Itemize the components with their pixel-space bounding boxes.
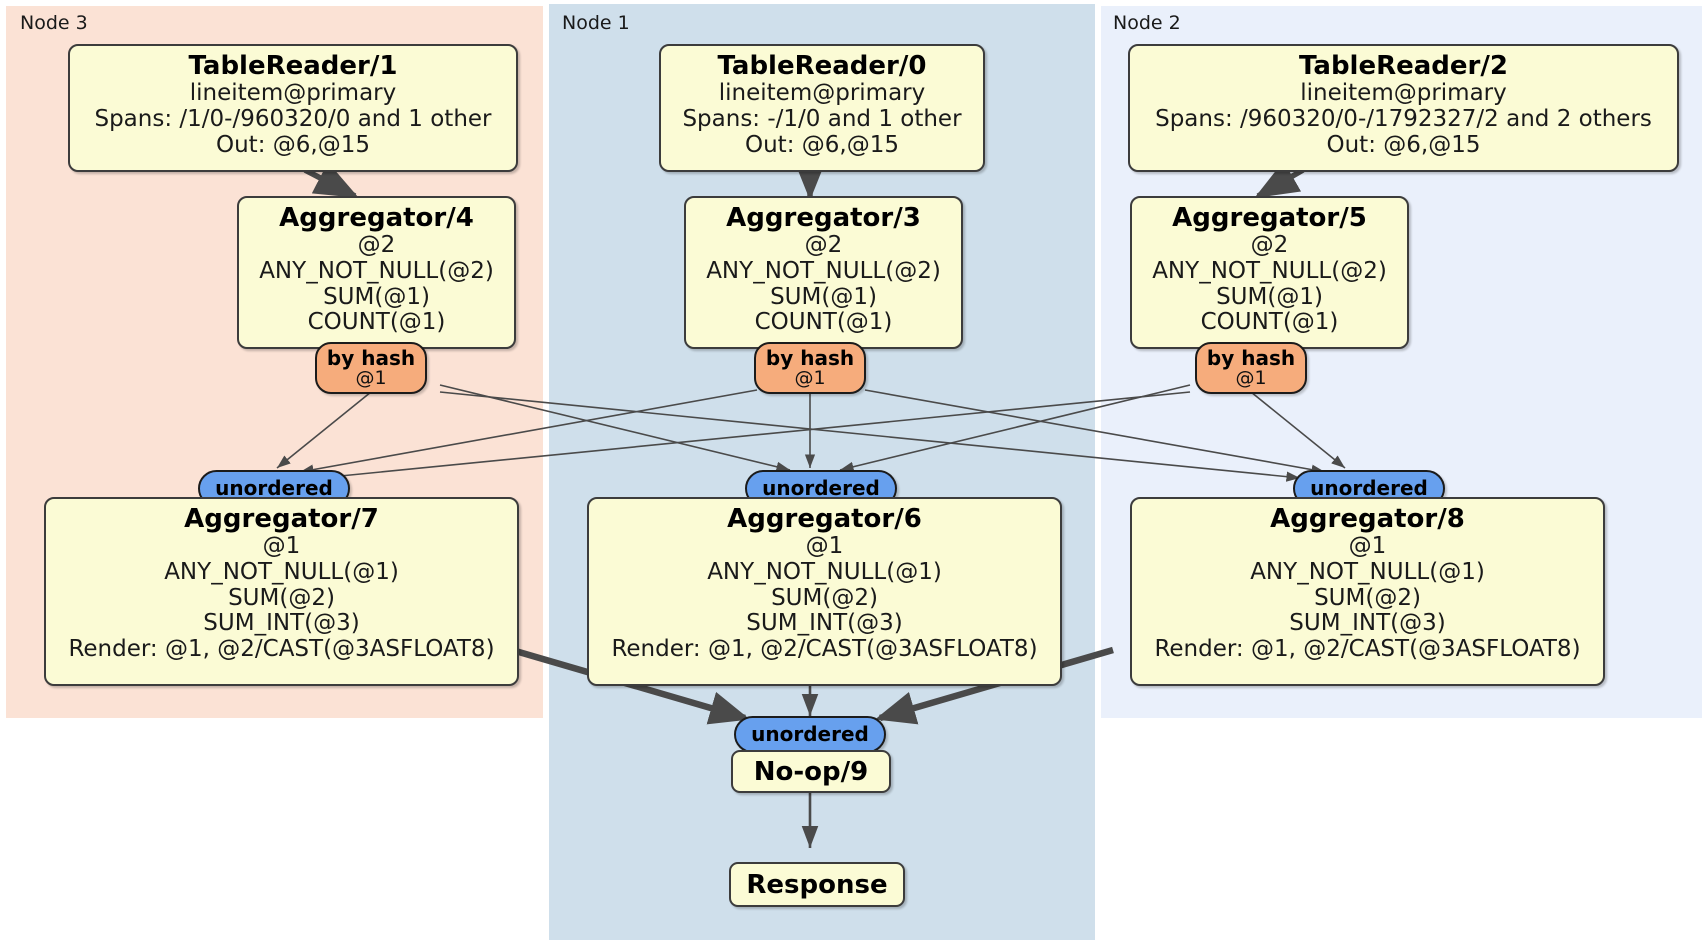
box-title: TableReader/2 bbox=[1299, 51, 1508, 81]
box-title: TableReader/0 bbox=[717, 51, 927, 81]
box-line: ANY_NOT_NULL(@2) bbox=[1152, 257, 1387, 284]
badge-title: by hash bbox=[1206, 345, 1296, 370]
box-title: Aggregator/8 bbox=[1270, 504, 1465, 534]
box-title: Aggregator/6 bbox=[727, 504, 922, 534]
box-line: ANY_NOT_NULL(@2) bbox=[706, 257, 941, 284]
badge-title: unordered bbox=[215, 476, 333, 500]
box-line: SUM(@1) bbox=[323, 283, 430, 310]
box-line: @1 bbox=[805, 533, 844, 560]
badge-title: by hash bbox=[326, 345, 416, 370]
box-line: lineitem@primary bbox=[718, 80, 926, 107]
box-line: lineitem@primary bbox=[1300, 80, 1507, 107]
box-table-reader-2[interactable]: TableReader/2 lineitem@primary Spans: /9… bbox=[1128, 44, 1679, 172]
badge-title: unordered bbox=[1310, 476, 1428, 500]
box-line: @2 bbox=[357, 232, 396, 259]
box-line: @1 bbox=[262, 533, 301, 560]
badge-by-hash-right[interactable]: by hash @1 bbox=[1195, 342, 1307, 394]
box-line: SUM_INT(@3) bbox=[1289, 610, 1446, 637]
box-line: COUNT(@1) bbox=[1200, 309, 1339, 336]
box-title: Aggregator/7 bbox=[184, 504, 379, 534]
box-aggregator-6[interactable]: Aggregator/6 @1 ANY_NOT_NULL(@1) SUM(@2)… bbox=[587, 497, 1062, 686]
box-line: Out: @6,@15 bbox=[745, 131, 899, 158]
box-line: SUM(@1) bbox=[1216, 283, 1323, 310]
box-no-op-9[interactable]: No-op/9 bbox=[731, 750, 891, 793]
box-line: SUM(@2) bbox=[1314, 584, 1421, 611]
box-title: Aggregator/5 bbox=[1172, 203, 1367, 233]
box-line: Out: @6,@15 bbox=[216, 131, 370, 158]
box-line: SUM_INT(@3) bbox=[746, 610, 903, 637]
badge-unordered-final[interactable]: unordered bbox=[734, 716, 886, 753]
box-line: SUM(@2) bbox=[228, 584, 335, 611]
box-title: No-op/9 bbox=[753, 756, 869, 787]
panel-label-node-2: Node 2 bbox=[1113, 12, 1181, 34]
box-aggregator-8[interactable]: Aggregator/8 @1 ANY_NOT_NULL(@1) SUM(@2)… bbox=[1130, 497, 1605, 686]
box-line: lineitem@primary bbox=[189, 80, 397, 107]
box-title: Aggregator/4 bbox=[279, 203, 474, 233]
box-aggregator-5[interactable]: Aggregator/5 @2 ANY_NOT_NULL(@2) SUM(@1)… bbox=[1130, 196, 1409, 349]
box-line: SUM(@1) bbox=[770, 283, 877, 310]
box-table-reader-1[interactable]: TableReader/1 lineitem@primary Spans: /1… bbox=[68, 44, 518, 172]
badge-by-hash-center[interactable]: by hash @1 bbox=[754, 342, 866, 394]
box-title: Aggregator/3 bbox=[726, 203, 921, 233]
badge-subtitle: @1 bbox=[794, 366, 826, 389]
box-aggregator-3[interactable]: Aggregator/3 @2 ANY_NOT_NULL(@2) SUM(@1)… bbox=[684, 196, 963, 349]
badge-title: unordered bbox=[762, 476, 880, 500]
box-line: ANY_NOT_NULL(@1) bbox=[707, 558, 942, 585]
box-aggregator-7[interactable]: Aggregator/7 @1 ANY_NOT_NULL(@1) SUM(@2)… bbox=[44, 497, 519, 686]
panel-label-node-3: Node 3 bbox=[20, 12, 88, 34]
box-line: @2 bbox=[1250, 232, 1289, 259]
box-line: Spans: /960320/0-/1792327/2 and 2 others bbox=[1155, 105, 1652, 132]
badge-by-hash-left[interactable]: by hash @1 bbox=[315, 342, 427, 394]
box-response[interactable]: Response bbox=[729, 862, 905, 907]
box-line: Render: @1, @2/CAST(@3ASFLOAT8) bbox=[611, 636, 1038, 663]
box-line: Spans: /1/0-/960320/0 and 1 other bbox=[94, 105, 492, 132]
box-line: ANY_NOT_NULL(@1) bbox=[1250, 558, 1485, 585]
box-line: ANY_NOT_NULL(@2) bbox=[259, 257, 494, 284]
box-line: COUNT(@1) bbox=[754, 309, 893, 336]
box-title: Response bbox=[746, 869, 888, 900]
panel-label-node-1: Node 1 bbox=[562, 12, 630, 34]
box-line: SUM(@2) bbox=[771, 584, 878, 611]
box-line: SUM_INT(@3) bbox=[203, 610, 360, 637]
box-line: Spans: -/1/0 and 1 other bbox=[682, 105, 962, 132]
badge-title: unordered bbox=[751, 722, 869, 746]
badge-subtitle: @1 bbox=[355, 366, 387, 389]
box-line: @2 bbox=[804, 232, 843, 259]
box-line: @1 bbox=[1348, 533, 1387, 560]
box-aggregator-4[interactable]: Aggregator/4 @2 ANY_NOT_NULL(@2) SUM(@1)… bbox=[237, 196, 516, 349]
box-line: Render: @1, @2/CAST(@3ASFLOAT8) bbox=[1154, 636, 1581, 663]
box-table-reader-0[interactable]: TableReader/0 lineitem@primary Spans: -/… bbox=[659, 44, 985, 172]
badge-title: by hash bbox=[765, 345, 855, 370]
box-line: Out: @6,@15 bbox=[1326, 131, 1481, 158]
box-line: ANY_NOT_NULL(@1) bbox=[164, 558, 399, 585]
box-title: TableReader/1 bbox=[188, 51, 398, 81]
box-line: Render: @1, @2/CAST(@3ASFLOAT8) bbox=[68, 636, 495, 663]
badge-subtitle: @1 bbox=[1235, 366, 1267, 389]
box-line: COUNT(@1) bbox=[307, 309, 446, 336]
